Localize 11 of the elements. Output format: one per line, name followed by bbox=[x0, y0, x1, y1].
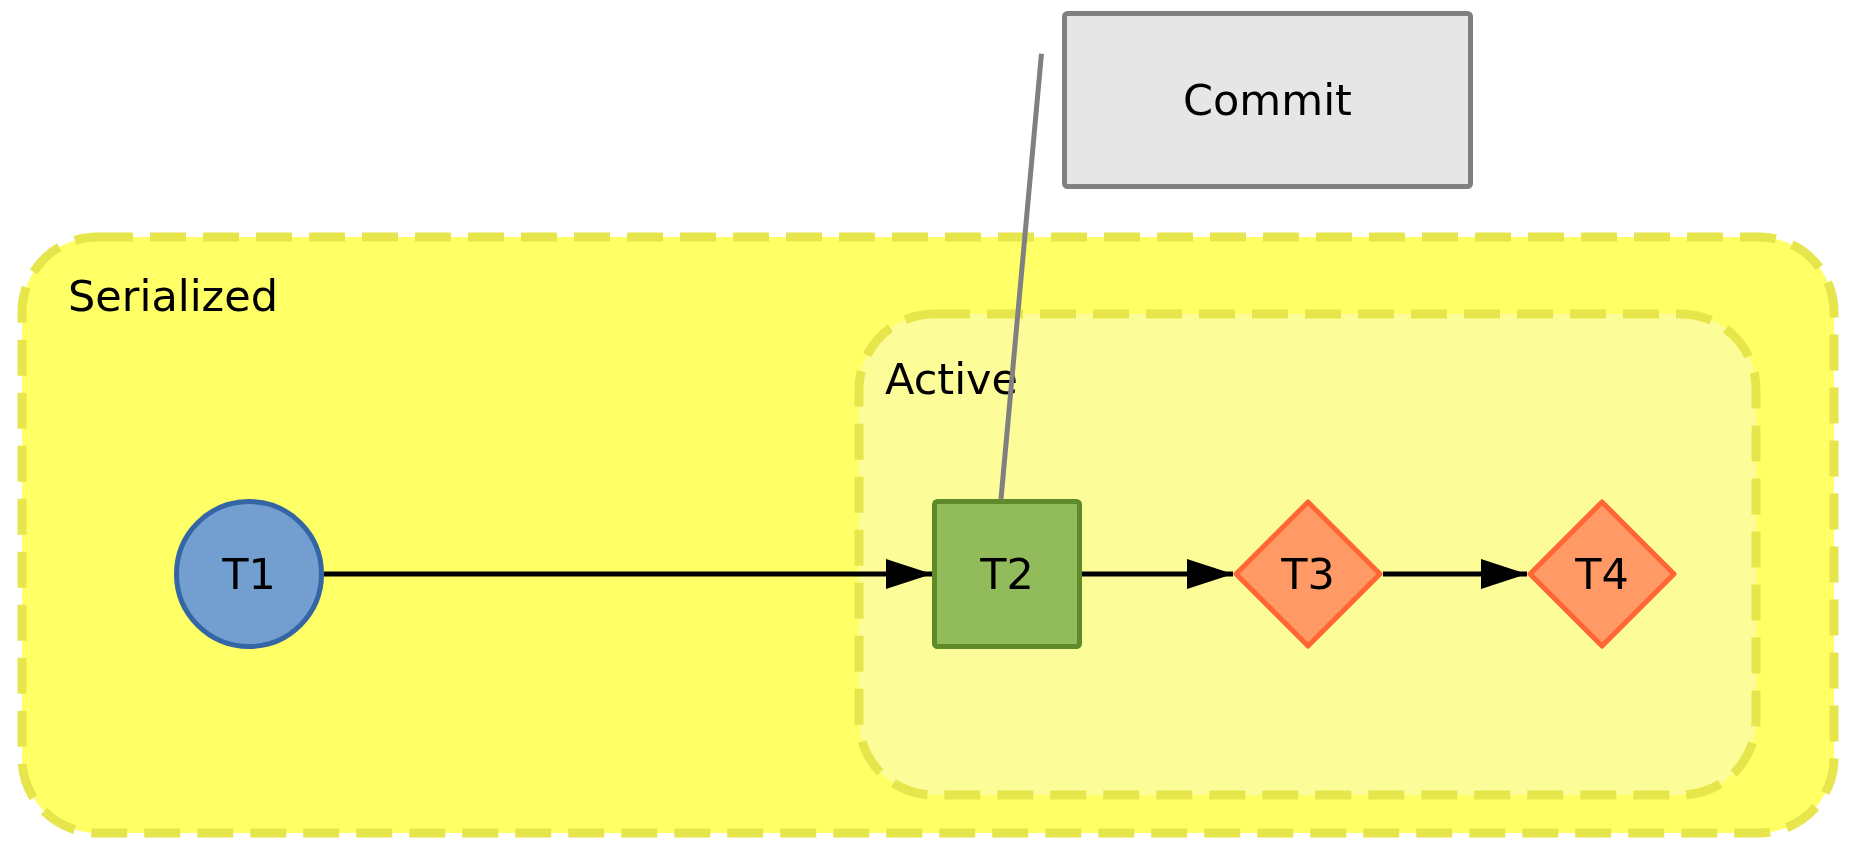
arrow bbox=[1383, 559, 1527, 589]
arrow bbox=[324, 559, 932, 589]
leader-line bbox=[998, 53, 1044, 500]
node-label: T1 bbox=[222, 549, 276, 599]
group-title: Active bbox=[885, 354, 1018, 404]
arrow bbox=[1082, 559, 1233, 589]
node-label: Commit bbox=[1183, 75, 1352, 125]
node-label: T2 bbox=[980, 549, 1034, 599]
group-title: Serialized bbox=[68, 271, 278, 321]
node-label: T4 bbox=[1575, 549, 1629, 599]
node-label: T3 bbox=[1281, 549, 1335, 599]
